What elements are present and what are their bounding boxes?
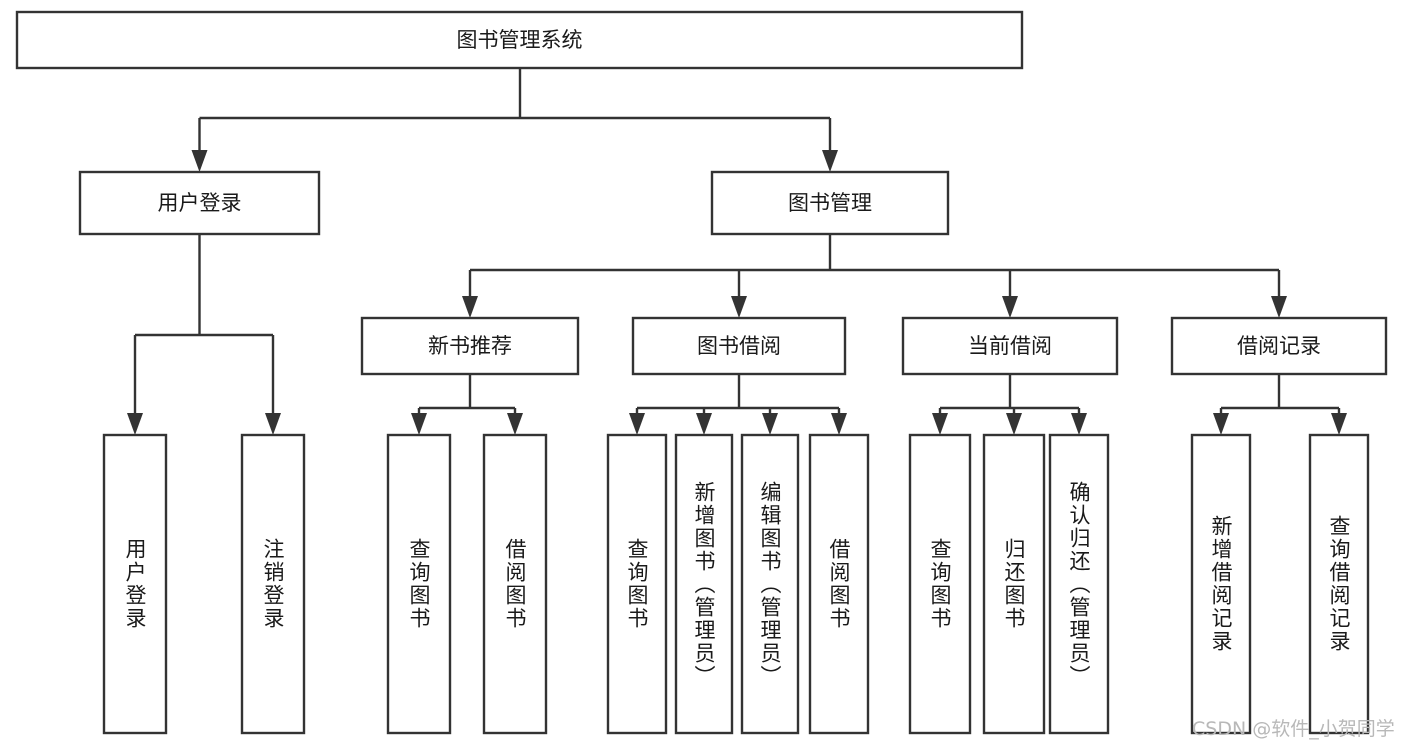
arrow-to-leaf-query-book-3 xyxy=(932,413,948,435)
arrow-to-leaf-add-borrow-record xyxy=(1213,413,1229,435)
arrow-to-leaf-borrow-book-1 xyxy=(507,413,523,435)
node-label-user-login: 用户登录 xyxy=(158,191,242,215)
arrow-to-leaf-edit-book-admin xyxy=(762,413,778,435)
node-box-leaf-add-borrow-record[interactable] xyxy=(1190,433,1252,735)
node-box-leaf-user-logout[interactable] xyxy=(240,433,306,735)
arrow-to-book-manage xyxy=(822,150,838,172)
arrow-to-leaf-user-logout xyxy=(265,413,281,435)
node-box-root[interactable] xyxy=(15,10,1024,70)
node-box-leaf-edit-book-admin[interactable] xyxy=(740,433,800,735)
node-box-leaf-borrow-book-1[interactable] xyxy=(482,433,548,735)
node-box-leaf-confirm-return-admin[interactable] xyxy=(1048,433,1110,735)
node-box-leaf-add-book-admin[interactable] xyxy=(674,433,734,735)
connectors-layer xyxy=(127,68,1347,435)
arrow-to-leaf-user-login xyxy=(127,413,143,435)
node-box-new-book-recommend[interactable] xyxy=(360,316,580,376)
node-box-leaf-query-book-3[interactable] xyxy=(908,433,972,735)
node-box-leaf-borrow-book-2[interactable] xyxy=(808,433,870,735)
boxes-layer xyxy=(15,10,1388,735)
node-label-book-borrow: 图书借阅 xyxy=(697,334,781,358)
node-box-leaf-user-login[interactable] xyxy=(102,433,168,735)
arrow-to-leaf-confirm-return-admin xyxy=(1071,413,1087,435)
node-box-book-borrow[interactable] xyxy=(631,316,847,376)
node-label-book-manage: 图书管理 xyxy=(788,191,872,215)
node-box-leaf-query-borrow-record[interactable] xyxy=(1308,433,1370,735)
node-box-leaf-query-book-1[interactable] xyxy=(386,433,452,735)
node-box-leaf-return-book[interactable] xyxy=(982,433,1046,735)
arrow-to-leaf-query-book-2 xyxy=(629,413,645,435)
node-label-root: 图书管理系统 xyxy=(457,28,583,52)
node-label-new-book-recommend: 新书推荐 xyxy=(428,334,512,358)
arrow-to-book-borrow xyxy=(731,296,747,318)
arrow-to-current-borrow xyxy=(1002,296,1018,318)
arrow-to-borrow-record xyxy=(1271,296,1287,318)
node-box-borrow-record[interactable] xyxy=(1170,316,1388,376)
node-box-current-borrow[interactable] xyxy=(901,316,1119,376)
node-box-user-login[interactable] xyxy=(78,170,321,236)
arrow-to-user-login xyxy=(191,150,208,172)
arrow-to-leaf-query-book-1 xyxy=(411,413,427,435)
arrow-to-new-book-recommend xyxy=(462,296,478,318)
arrow-to-leaf-query-borrow-record xyxy=(1331,413,1347,435)
node-box-leaf-query-book-2[interactable] xyxy=(606,433,668,735)
arrow-to-leaf-borrow-book-2 xyxy=(831,413,847,435)
node-label-current-borrow: 当前借阅 xyxy=(968,334,1052,358)
csdn-watermark: CSDN @软件_小贺同学 xyxy=(1192,718,1395,740)
node-label-borrow-record: 借阅记录 xyxy=(1237,334,1321,358)
arrow-to-leaf-return-book xyxy=(1006,413,1022,435)
arrow-to-leaf-add-book-admin xyxy=(696,413,712,435)
node-box-book-manage[interactable] xyxy=(710,170,950,236)
